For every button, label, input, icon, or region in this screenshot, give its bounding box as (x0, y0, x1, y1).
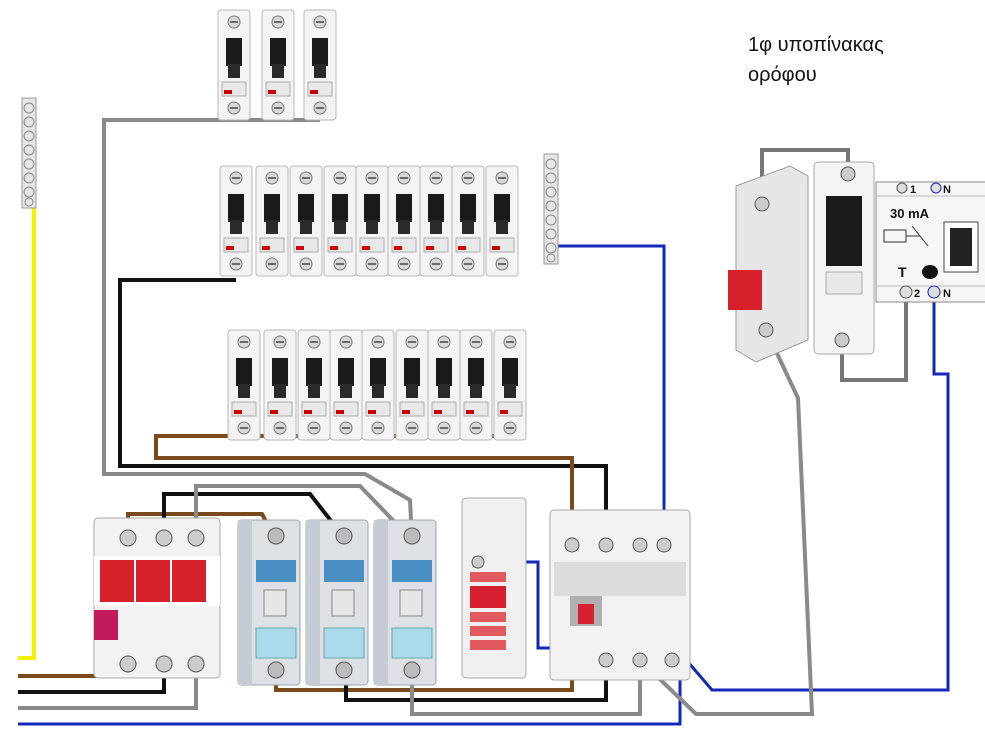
rcd-rating-label: 30 mA (890, 206, 930, 221)
breaker-row-2 (219, 165, 519, 277)
hager-grey-out (410, 660, 642, 716)
hager-module-1 (237, 519, 301, 686)
neutral-strip-wire (548, 244, 666, 545)
main-switch-3pole (93, 517, 221, 679)
feeder-blue (18, 660, 682, 726)
brown-feed-row3 (154, 434, 574, 692)
hager-module-2 (305, 519, 369, 686)
grey-feed-row1 (102, 118, 414, 541)
subpanel-grey-top (760, 148, 850, 196)
earth-terminal-strip (21, 97, 37, 209)
subpanel-title-line1: 1φ υποπίνακας (748, 34, 884, 56)
rcd-termN-top-label: N (943, 184, 951, 196)
subpanel-title-line2: ορόφου (748, 64, 817, 86)
black-feed-row2 (118, 278, 608, 545)
subpanel-grey-bottom (840, 296, 908, 382)
rcd-test-label: T (898, 264, 907, 280)
subpanel-title: 1φ υποπίνακας ορόφου (748, 30, 884, 90)
grey-subpanel (638, 329, 815, 716)
feeder-grey (18, 668, 198, 710)
rcd-4pole (549, 509, 691, 681)
hager-module-3 (373, 519, 437, 686)
breaker-row-1 (217, 9, 337, 121)
rcd-term1-label: 1 (910, 184, 916, 196)
indicator-lamp (461, 497, 527, 679)
breaker-row-3 (227, 329, 527, 441)
neutral-terminal-strip (543, 153, 559, 265)
grey-main-out (194, 484, 414, 542)
black-main-out (162, 492, 348, 542)
earth-wire (18, 190, 36, 660)
subpanel-breaker (813, 161, 875, 355)
rcd-termN-bottom-label: N (943, 288, 951, 300)
subpanel-rcd-box: 1 N 30 mA T 2 N (875, 181, 985, 303)
indicator-neutral (478, 296, 950, 692)
subpanel-abb-breaker (728, 165, 809, 363)
rcd-term2-label: 2 (914, 288, 920, 300)
